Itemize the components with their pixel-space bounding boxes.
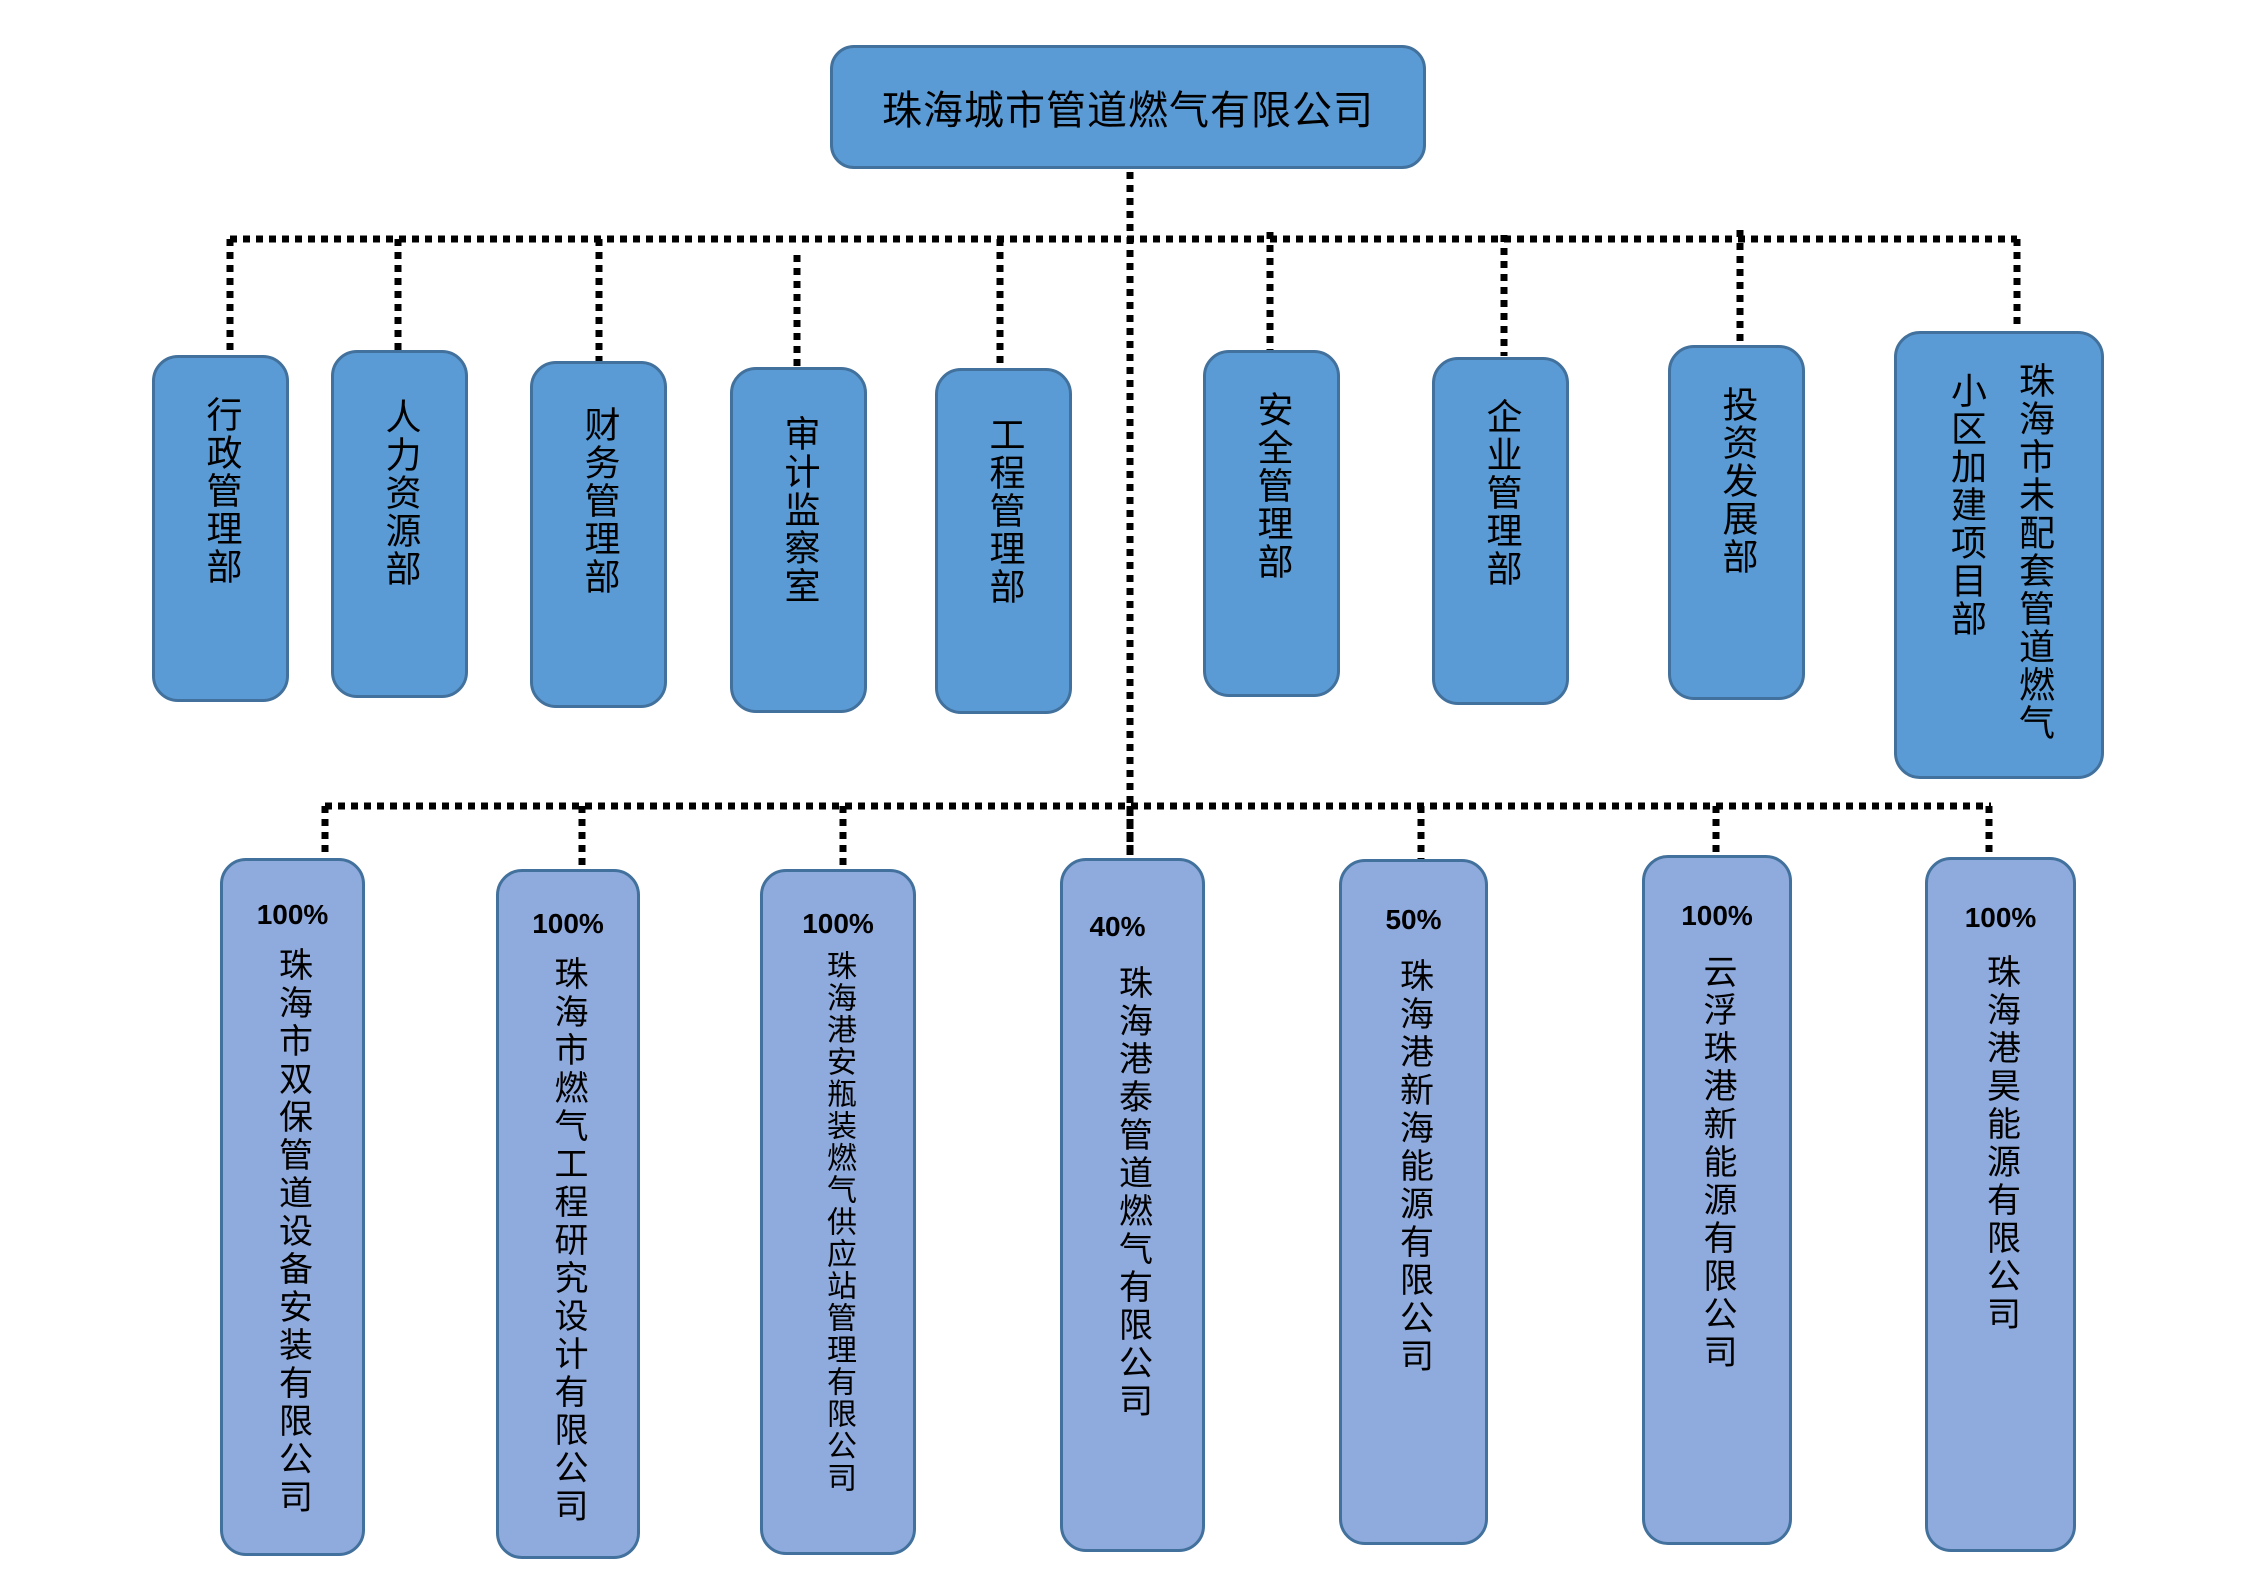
subsidiary-box-gas-engineering[interactable]: 100% 珠海市燃气工程研究设计有限公司 (496, 869, 640, 1559)
department-label: 安全管理部 (1251, 391, 1293, 581)
ownership-percentage: 50% (1385, 904, 1442, 935)
department-label: 工程管理部 (983, 416, 1025, 606)
subsidiary-label: 珠海港泰管道燃气有限公司 (1112, 965, 1153, 1421)
subsidiary-box-yunfu-zhugang-energy[interactable]: 100% 云浮珠港新能源有限公司 (1642, 855, 1792, 1545)
subsidiary-box-gangan-bottled-gas[interactable]: 100% 珠海港安瓶装燃气供应站管理有限公司 (760, 869, 916, 1555)
department-label: 企业管理部 (1480, 398, 1522, 588)
ownership-percentage: 100% (802, 908, 874, 939)
ownership-percentage: 100% (1964, 902, 2037, 933)
department-box-safety[interactable]: 安全管理部 (1203, 350, 1340, 697)
ownership-percentage: 100% (532, 908, 604, 939)
subsidiary-box-ganghao-energy[interactable]: 100% 珠海港昊能源有限公司 (1925, 857, 2076, 1552)
department-box-investment[interactable]: 投资发展部 (1668, 345, 1805, 700)
subsidiary-label: 珠海市燃气工程研究设计有限公司 (548, 956, 588, 1526)
ownership-percentage: 100% (1681, 900, 1753, 931)
subsidiary-label: 珠海港昊能源有限公司 (1980, 954, 2021, 1334)
department-label: 人力资源部 (379, 398, 421, 588)
department-label-line-2: 小区加建项目部 (1945, 372, 1986, 638)
subsidiary-label: 珠海港新海能源有限公司 (1393, 958, 1434, 1376)
subsidiary-label: 珠海港安瓶装燃气供应站管理有限公司 (821, 950, 856, 1494)
department-label: 财务管理部 (578, 406, 620, 596)
ownership-percentage: 40% (1089, 911, 1146, 942)
subsidiary-label: 云浮珠港新能源有限公司 (1697, 954, 1737, 1372)
department-box-admin[interactable]: 行政管理部 (152, 355, 289, 702)
root-company-box[interactable]: 珠海城市管道燃气有限公司 (830, 45, 1426, 169)
department-label-line-1: 珠海市未配套管道燃气 (2013, 362, 2054, 742)
department-box-finance[interactable]: 财务管理部 (530, 361, 667, 708)
subsidiary-label: 珠海市双保管道设备安装有限公司 (272, 947, 313, 1517)
department-box-community-project[interactable]: 珠海市未配套管道燃气 小区加建项目部 (1894, 331, 2104, 779)
subsidiary-box-gangxinhai-energy[interactable]: 50% 珠海港新海能源有限公司 (1339, 859, 1488, 1545)
department-box-audit[interactable]: 审计监察室 (730, 367, 867, 713)
root-company-label: 珠海城市管道燃气有限公司 (882, 88, 1374, 134)
department-label: 投资发展部 (1716, 386, 1758, 576)
department-box-hr[interactable]: 人力资源部 (331, 350, 468, 698)
department-label: 审计监察室 (778, 415, 820, 605)
department-label: 行政管理部 (200, 396, 242, 586)
subsidiary-box-shuangbao[interactable]: 100% 珠海市双保管道设备安装有限公司 (220, 858, 365, 1556)
department-box-enterprise[interactable]: 企业管理部 (1432, 357, 1569, 705)
department-box-engineering[interactable]: 工程管理部 (935, 368, 1072, 714)
ownership-percentage: 100% (256, 899, 329, 930)
subsidiary-box-gangtai-pipeline-gas[interactable]: 40% 珠海港泰管道燃气有限公司 (1060, 858, 1205, 1552)
